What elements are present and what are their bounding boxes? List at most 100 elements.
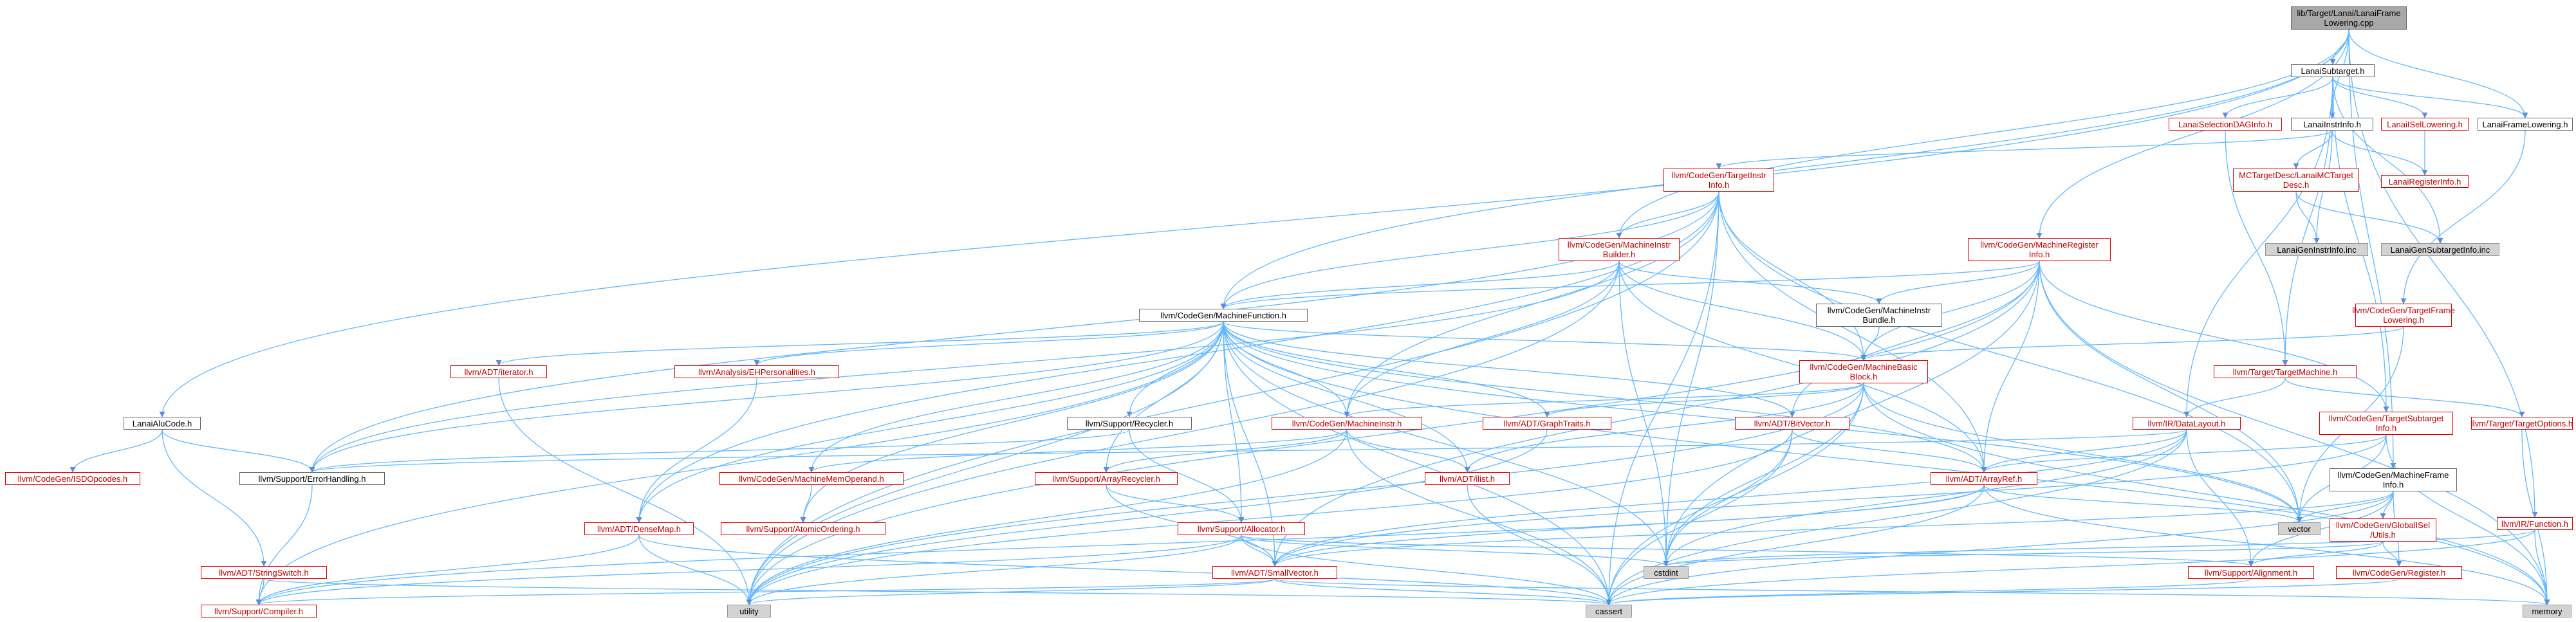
edge-tii-to-mbb xyxy=(1718,191,1867,361)
node-machine-frame-info-h[interactable]: llvm/CodeGen/MachineFrame Info.h xyxy=(2330,468,2457,491)
edge-tii-to-mf xyxy=(1220,191,1719,309)
node-vector[interactable]: vector xyxy=(2278,522,2321,535)
edge-root-to-mfi xyxy=(2348,29,2396,469)
edge-arrrec-to-allocator xyxy=(1106,484,1245,523)
edge-strswitch-to-cassert xyxy=(263,578,1611,605)
edge-tii-to-mi xyxy=(1344,191,1719,417)
node-adt-graph-traits-h[interactable]: llvm/ADT/GraphTraits.h xyxy=(1483,417,1611,430)
node-support-compiler-h[interactable]: llvm/Support/Compiler.h xyxy=(201,605,317,617)
edge-smallvec-to-compiler xyxy=(256,578,1275,605)
edge-datalayout-to-cstdint xyxy=(1663,429,2187,567)
node-lanai-gen-instr-info-inc[interactable]: LanaiGenInstrInfo.inc xyxy=(2265,243,2368,256)
edge-arrayref-to-memory xyxy=(1983,484,2550,605)
node-lanai-gen-subtarget-info-inc[interactable]: LanaiGenSubtargetInfo.inc xyxy=(2381,243,2499,256)
node-cassert[interactable]: cassert xyxy=(1586,605,1632,617)
node-cstdint[interactable]: cstdint xyxy=(1644,566,1689,579)
node-lanai-instr-info-h[interactable]: LanaiInstrInfo.h xyxy=(2291,118,2373,131)
node-string-switch-h[interactable]: llvm/ADT/StringSwitch.h xyxy=(201,566,327,579)
edge-mi-to-cassert xyxy=(1346,429,1612,605)
edge-mf-to-utility xyxy=(746,321,1224,605)
edge-mf-to-compiler xyxy=(255,321,1224,605)
edge-root-to-subtarget xyxy=(2330,29,2349,65)
edge-mf-to-allocator xyxy=(1223,321,1245,523)
edge-arrayref-to-smallvec xyxy=(1272,484,1985,567)
edge-tii-to-vector xyxy=(1718,191,2303,523)
node-lanai-alu-code-h[interactable]: LanaiAluCode.h xyxy=(124,417,201,430)
edge-subtarget-to-gensubt xyxy=(2332,77,2443,244)
edge-ehpers-to-densemap xyxy=(636,378,757,523)
node-adt-arrayref-h[interactable]: llvm/ADT/ArrayRef.h xyxy=(1931,472,2037,485)
edge-gisel-to-alignment xyxy=(2248,541,2384,567)
node-machine-register-info-h[interactable]: llvm/CodeGen/MachineRegister Info.h xyxy=(1968,238,2111,261)
node-isd-opcodes-h[interactable]: llvm/CodeGen/ISDOpcodes.h xyxy=(5,472,140,485)
edge-densemap-to-compiler xyxy=(255,535,640,605)
edge-mbb-to-cstdint xyxy=(1663,383,1864,567)
node-support-allocator-h[interactable]: llvm/Support/Allocator.h xyxy=(1178,522,1305,535)
edge-errh-to-compiler xyxy=(255,484,313,605)
node-machine-function-h[interactable]: llvm/CodeGen/MachineFunction.h xyxy=(1139,309,1308,322)
edge-subtarget-to-datalayout xyxy=(2183,77,2333,417)
edge-mf-to-smallvec xyxy=(1223,321,1278,567)
edge-alignment-to-cassert xyxy=(1606,578,2252,605)
edge-tii-to-mib xyxy=(1616,191,1719,239)
node-eh-personalities-h[interactable]: llvm/Analysis/EHPersonalities.h xyxy=(674,365,839,378)
node-globalisel-utils-h[interactable]: llvm/CodeGen/GlobalISel /Utils.h xyxy=(2330,518,2436,542)
node-error-handling-h[interactable]: llvm/Support/ErrorHandling.h xyxy=(239,472,385,485)
edge-iterator-to-utility xyxy=(498,378,752,605)
edge-mctd-to-geninstr xyxy=(2295,191,2320,244)
edge-root-to-framelow xyxy=(2348,29,2528,118)
node-atomic-ordering-h[interactable]: llvm/Support/AtomicOrdering.h xyxy=(721,522,885,535)
node-adt-iterator-h[interactable]: llvm/ADT/iterator.h xyxy=(450,365,547,378)
node-adt-ilist-h[interactable]: llvm/ADT/ilist.h xyxy=(1425,472,1510,485)
edge-aluc-to-errh xyxy=(162,429,315,473)
node-codegen-register-h[interactable]: llvm/CodeGen/Register.h xyxy=(2336,566,2462,579)
edge-mib-to-mbb xyxy=(1618,261,1867,361)
edge-mib-to-mibundle xyxy=(1618,261,1882,304)
node-machine-basic-block-h[interactable]: llvm/CodeGen/MachineBasic Block.h xyxy=(1799,360,1928,383)
node-lanai-frame-lowering-cpp[interactable]: lib/Target/Lanai/LanaiFrame Lowering.cpp xyxy=(2291,6,2407,30)
node-target-machine-h[interactable]: llvm/Target/TargetMachine.h xyxy=(2214,365,2357,378)
node-machine-instr-h[interactable]: llvm/CodeGen/MachineInstr.h xyxy=(1272,417,1422,430)
node-support-recycler-h[interactable]: llvm/Support/Recycler.h xyxy=(1067,417,1192,430)
edge-root-to-aluc xyxy=(159,29,2349,417)
node-lanai-subtarget-h[interactable]: LanaiSubtarget.h xyxy=(2291,64,2375,77)
node-target-frame-lowering-h[interactable]: llvm/CodeGen/TargetFrame Lowering.h xyxy=(2352,304,2455,327)
node-utility[interactable]: utility xyxy=(727,605,771,617)
node-adt-densemap-h[interactable]: llvm/ADT/DenseMap.h xyxy=(584,522,694,535)
edge-mctd-to-gensubt xyxy=(2295,191,2443,244)
node-machine-instr-bundle-h[interactable]: llvm/CodeGen/MachineInstr Bundle.h xyxy=(1816,304,1942,327)
edge-tsi-to-memory xyxy=(2386,434,2550,605)
node-target-instr-info-h[interactable]: llvm/CodeGen/TargetInstr Info.h xyxy=(1663,169,1774,192)
edge-mf-to-ehpers xyxy=(754,321,1224,366)
node-ir-function-h[interactable]: llvm/IR/Function.h xyxy=(2497,517,2573,530)
node-lanai-isel-lowering-h[interactable]: LanaiISelLowering.h xyxy=(2381,118,2469,131)
node-memory[interactable]: memory xyxy=(2523,605,2571,617)
node-machine-mem-operand-h[interactable]: llvm/CodeGen/MachineMemOperand.h xyxy=(719,472,903,485)
node-lanai-mc-target-desc-h[interactable]: MCTargetDesc/LanaiMCTarget Desc.h xyxy=(2233,169,2359,192)
node-adt-smallvector-h[interactable]: llvm/ADT/SmallVector.h xyxy=(1212,566,1337,579)
edge-mf-to-memory xyxy=(1223,321,2550,605)
node-lanai-register-info-h[interactable]: LanaiRegisterInfo.h xyxy=(2381,175,2469,188)
edge-allocator-to-compiler xyxy=(255,535,1242,605)
node-target-subtarget-info-h[interactable]: llvm/CodeGen/TargetSubtarget Info.h xyxy=(2319,412,2453,435)
edge-mf-to-cassert xyxy=(1223,321,1612,605)
edge-gisel-to-cstdint xyxy=(1663,541,2384,567)
node-lanai-selection-dag-info-h[interactable]: LanaiSelectionDAGInfo.h xyxy=(2169,118,2282,131)
node-support-alignment-h[interactable]: llvm/Support/Alignment.h xyxy=(2188,566,2314,579)
node-ir-datalayout-h[interactable]: llvm/IR/DataLayout.h xyxy=(2133,417,2241,430)
edge-mri-to-utility xyxy=(746,261,2040,605)
edge-mri-to-arrayref xyxy=(1981,261,2040,473)
edge-mmo-to-atomic xyxy=(800,484,812,523)
node-lanai-frame-lowering-h[interactable]: LanaiFrameLowering.h xyxy=(2478,118,2573,131)
edge-tii-to-cstdint xyxy=(1663,191,1719,567)
edge-mbb-to-vector xyxy=(1863,383,2303,523)
node-machine-instr-builder-h[interactable]: llvm/CodeGen/MachineInstr Builder.h xyxy=(1559,238,1680,261)
node-array-recycler-h[interactable]: llvm/Support/ArrayRecycler.h xyxy=(1035,472,1178,485)
edge-mib-to-errh xyxy=(309,261,1620,473)
edge-aluc-to-isdop xyxy=(69,429,163,473)
edge-graphtraits-to-utility xyxy=(746,429,1548,605)
node-target-options-h[interactable]: llvm/Target/TargetOptions.h xyxy=(2471,417,2573,430)
edge-irfunc-to-cassert xyxy=(1606,529,2535,605)
edge-mi-to-mmo xyxy=(808,429,1348,473)
node-adt-bitvector-h[interactable]: llvm/ADT/BitVector.h xyxy=(1735,417,1849,430)
